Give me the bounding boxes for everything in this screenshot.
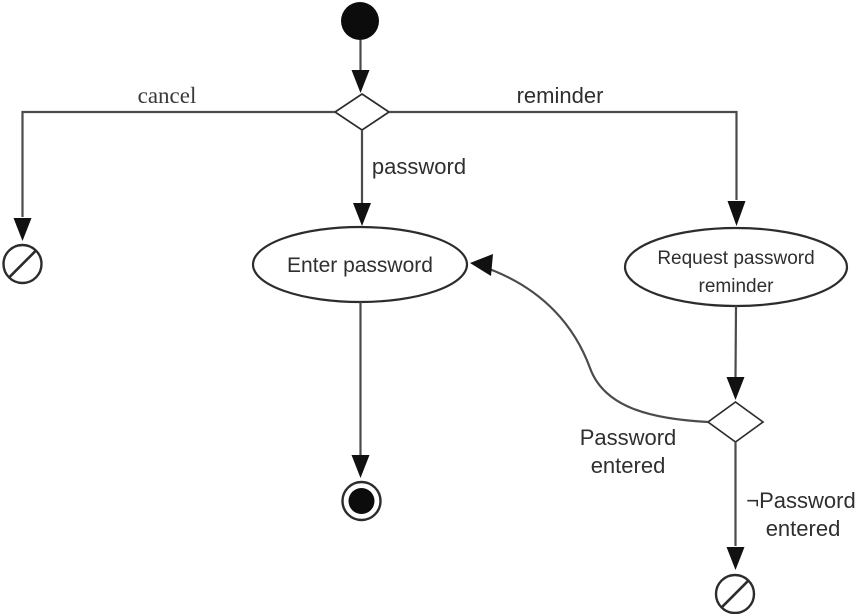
cancel-arrowhead-icon (13, 218, 32, 241)
cancel-edge-label: cancel (138, 83, 197, 108)
cancel-flow-final-slash-icon (8, 249, 37, 279)
cancel-edge (21, 110, 335, 217)
not-entered-arrowhead-icon (726, 547, 745, 570)
main-decision-diamond-icon (333, 92, 391, 132)
initial-node-icon (341, 2, 379, 40)
reminder-edge (389, 110, 738, 200)
request-reminder-label-line1: Request password (657, 248, 814, 269)
password-entered-edge (480, 264, 709, 424)
start-arrowhead-icon (351, 70, 370, 93)
reminder-edge-label: reminder (517, 83, 604, 108)
password-entered-arrowhead-icon (470, 254, 493, 276)
not-entered-flow-final-slash-icon (720, 579, 750, 609)
entered-decision-diamond-icon (706, 400, 765, 444)
reminder-arrowhead-icon (727, 201, 746, 226)
enter-password-label: Enter password (287, 254, 433, 277)
password-edge-label: password (372, 154, 466, 179)
final-arrowhead-icon (351, 455, 370, 478)
password-entered-label-line1: Password (580, 425, 677, 450)
activity-final-node-core-icon (348, 488, 375, 514)
password-entered-label-line2: entered (591, 453, 666, 478)
request-reminder-label-line2: reminder (699, 276, 775, 297)
not-password-entered-label-line2: entered (766, 516, 841, 541)
decision2-arrowhead-icon (726, 377, 745, 400)
reminder-to-decision-edge (734, 305, 738, 378)
password-arrowhead-icon (353, 203, 371, 226)
not-password-entered-label-line1: ¬Password (746, 488, 855, 513)
